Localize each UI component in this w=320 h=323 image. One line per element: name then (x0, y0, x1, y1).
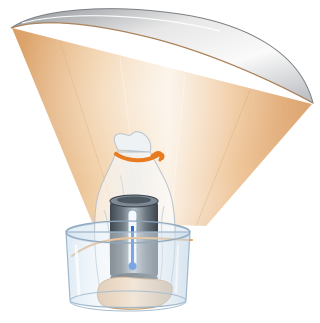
glass-beaker-icon (66, 221, 190, 311)
